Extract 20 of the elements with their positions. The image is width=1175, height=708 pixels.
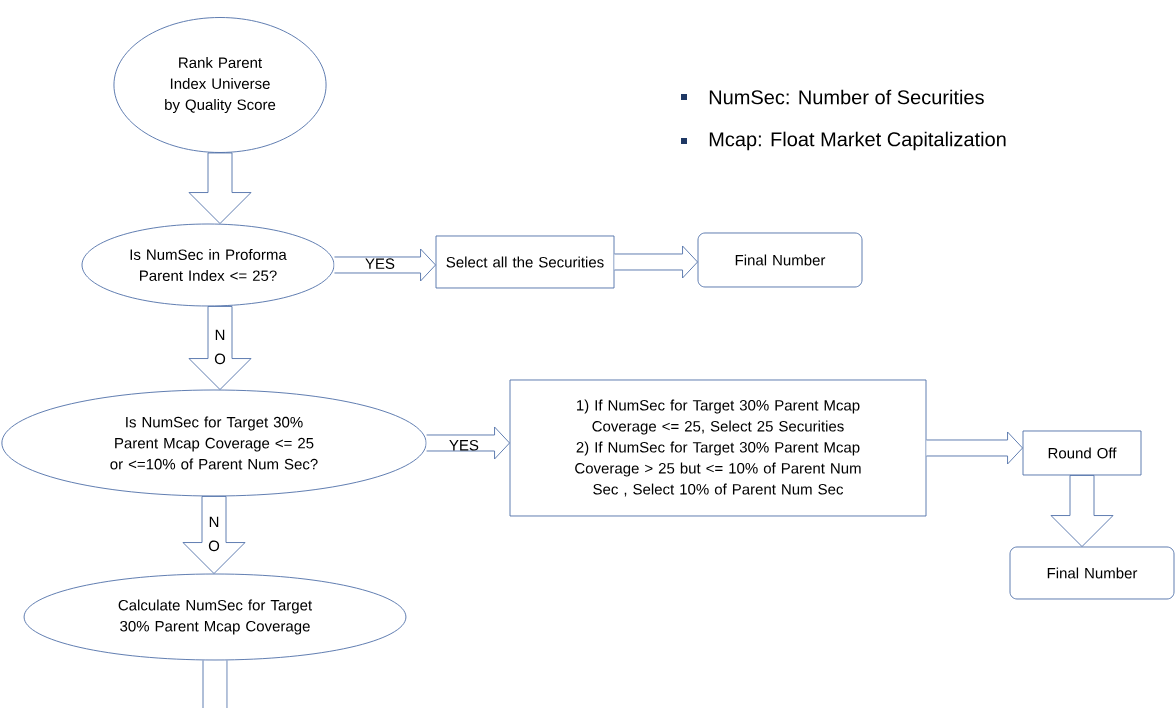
block-arrow — [1050, 475, 1114, 547]
process-box: Select all the Securities — [435, 235, 615, 289]
block-arrow — [188, 306, 252, 390]
terminal-box: Final Number — [1009, 546, 1175, 600]
edge-label: N O — [208, 516, 220, 552]
process-box: 1) If NumSec for Target 30% Parent Mcap Coverage <= 25, Select 25 Securities 2) If NumSec for Target 30% Parent Mcap Coverage > 25 but <= 10% of Parent Num Sec , Select 10% of Parent Num Sec — [509, 379, 927, 517]
block-arrow — [188, 152, 252, 224]
block-arrow — [334, 248, 436, 282]
block-arrow — [614, 245, 698, 279]
bullet-item: NumSec: Number of Securities — [681, 89, 984, 105]
edge-label: YES — [365, 258, 395, 269]
block-arrow — [426, 426, 510, 460]
edge-label: YES — [449, 439, 479, 451]
block-arrow — [182, 496, 246, 574]
block-arrow — [926, 431, 1023, 465]
edge-label: N O — [214, 329, 226, 365]
terminal-box: Final Number — [697, 232, 863, 288]
process-box: Round Off — [1022, 430, 1142, 476]
bullet-item: Mcap: Float Market Capitalization — [681, 131, 1006, 151]
block-arrow — [202, 660, 228, 708]
